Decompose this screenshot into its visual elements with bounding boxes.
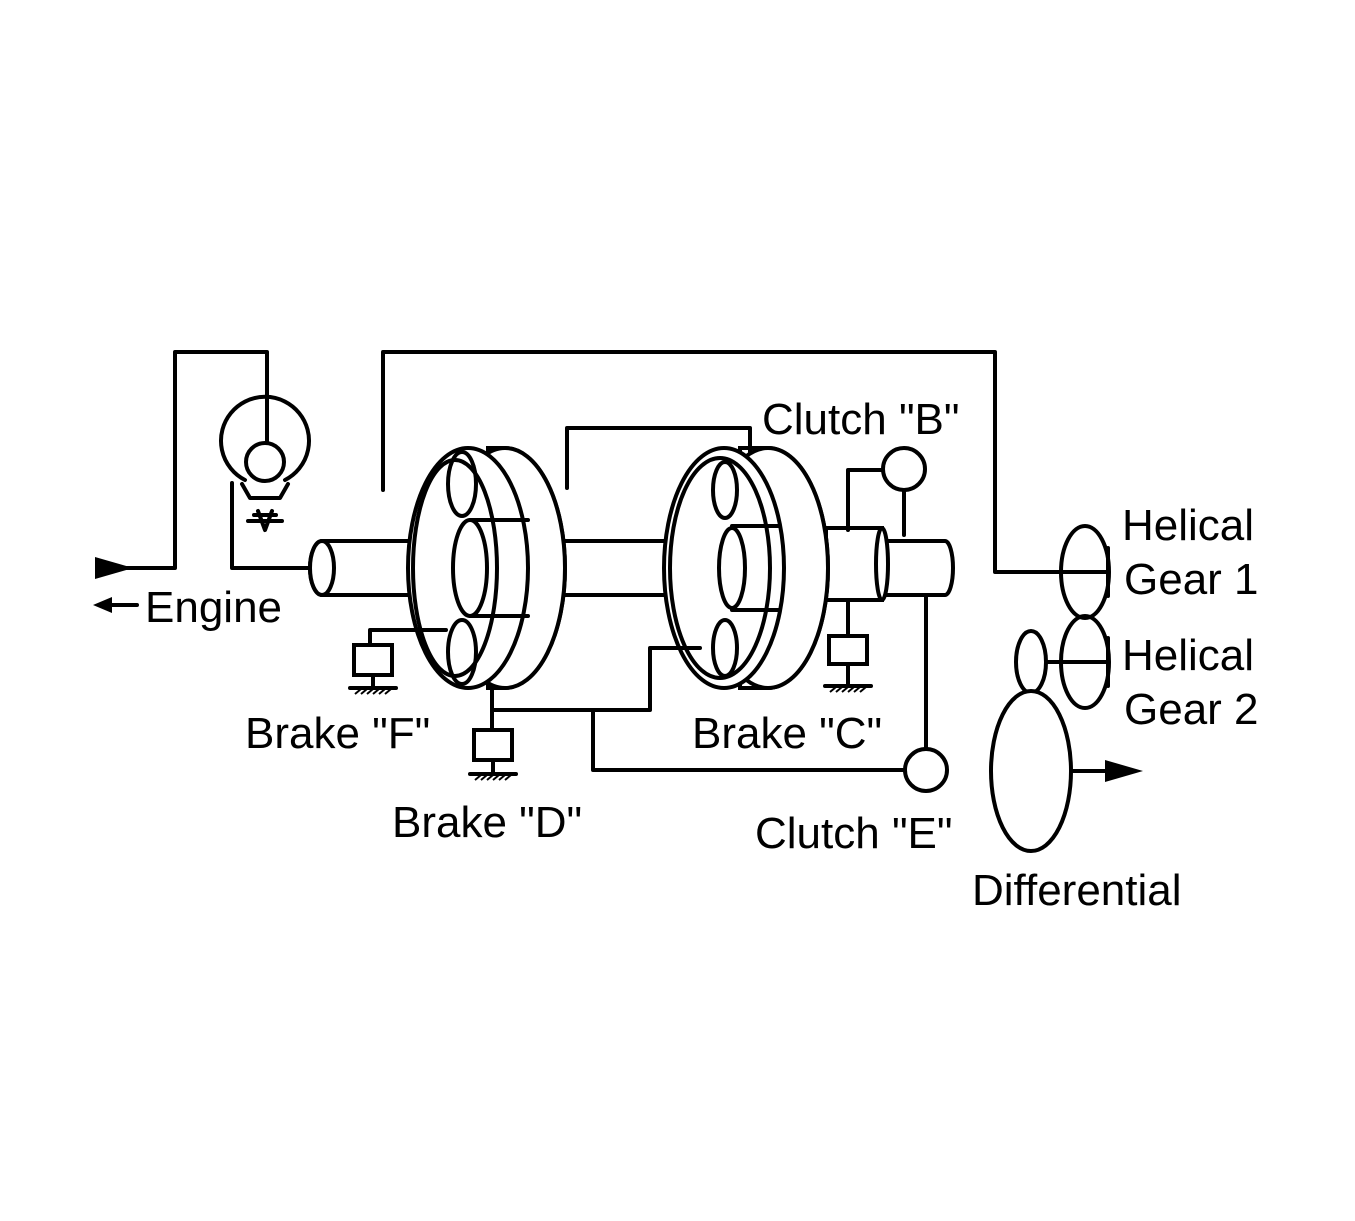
helical-gear-2 [1040, 614, 1111, 710]
helical-gear-2-label-line2: Gear 2 [1124, 685, 1259, 734]
clutch-b-circle [881, 446, 927, 492]
helical-gear-1-label-line1: Helical [1122, 501, 1254, 550]
differential-gear-small [1014, 629, 1048, 695]
connection-line-brake-f [368, 628, 448, 647]
connection-line-set1-to-set2 [565, 426, 752, 490]
input-shaft-path [98, 350, 322, 570]
arrow-right-icon [1069, 760, 1143, 782]
brake-c-symbol [823, 634, 873, 693]
connection-line-top [381, 350, 1110, 574]
brake-f-symbol [348, 643, 398, 695]
clutch-e-circle [903, 747, 949, 793]
brake-c-label: Brake "C" [692, 709, 882, 758]
clutch-b-label: Clutch "B" [762, 395, 960, 444]
brake-d-symbol [468, 728, 518, 781]
planetary-gear-set-1 [406, 446, 567, 690]
differential [989, 689, 1073, 853]
engine-label: Engine [145, 583, 282, 632]
helical-gear-2-label-line1: Helical [1122, 631, 1254, 680]
planetary-gear-set-2 [662, 446, 830, 690]
brake-f-label: Brake "F" [245, 709, 430, 758]
connection-line-clutch-b [846, 468, 906, 537]
connection-line-brake-d [490, 646, 702, 732]
differential-label: Differential [972, 866, 1182, 915]
arrow-left-icon [93, 597, 139, 613]
oil-pump [219, 394, 311, 532]
connection-line-clutch-e [591, 708, 905, 772]
brake-d-label: Brake "D" [392, 798, 582, 847]
clutch-e-label: Clutch "E" [755, 809, 953, 858]
helical-gear-1-label-line2: Gear 1 [1124, 555, 1259, 604]
output-arrow-engine-top [95, 557, 133, 579]
